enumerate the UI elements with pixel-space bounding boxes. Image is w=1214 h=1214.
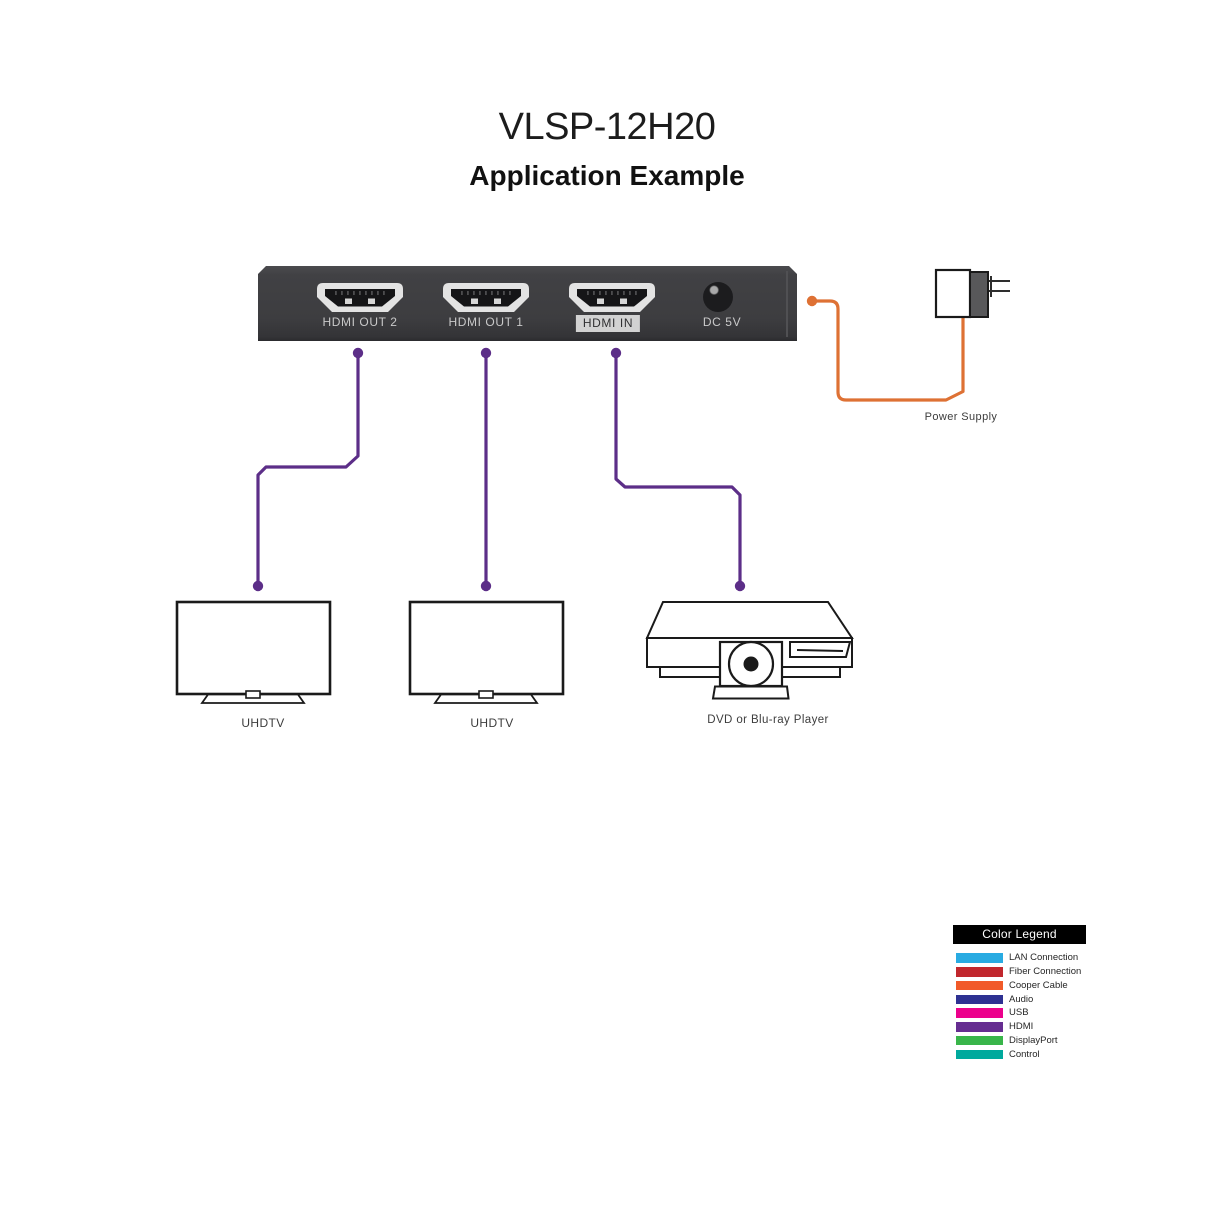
page-title: VLSP-12H20 [498,106,716,148]
hdmi-out1-port-icon [443,283,529,312]
legend-label-fiber: Fiber Connection [1009,966,1082,977]
power-supply-icon [934,268,1010,319]
connector-dot [734,580,746,592]
dvd-player-label: DVD or Blu-ray Player [707,714,829,726]
legend-swatch-control [956,1049,1003,1059]
legend-swatch-cooper [956,980,1003,990]
tv2-label: UHDTV [470,716,514,730]
connector-dot [480,347,492,359]
legend-swatch-lan [956,953,1003,963]
hdmi-in-port-icon [569,283,655,312]
legend-swatch-audio [956,994,1003,1004]
tv1-label: UHDTV [241,716,285,730]
legend-swatch-displayport [956,1035,1003,1045]
legend-label-lan: LAN Connection [1009,952,1079,963]
legend-swatch-fiber [956,967,1003,977]
hdmi-splitter-device: HDMI OUT 2 HDMI OUT 1 HDMI IN DC 5V [258,266,797,341]
connector-dot [806,295,818,307]
legend-label-audio: Audio [1009,993,1034,1005]
power-supply-label: Power Supply [924,411,998,423]
hdmi-in-label: HDMI IN [576,315,640,332]
color-legend: Color Legend LAN Connection Fiber Connec… [953,925,1103,1060]
legend-title: Color Legend [953,925,1086,944]
dvd-player-icon [645,601,854,700]
connector-dot [480,580,492,592]
dc-power-jack [703,282,733,312]
panel-bevel [786,271,788,337]
hdmi-out2-label: HDMI OUT 2 [322,315,398,329]
hdmi-out1-label: HDMI OUT 1 [448,315,524,329]
page-subtitle: Application Example [469,160,745,191]
connector-dot [352,347,364,359]
connector-dot [252,580,264,592]
hdmi-cable-in [614,353,742,586]
legend-label-hdmi: HDMI [1009,1021,1034,1032]
tv1-icon [175,600,332,704]
legend-label-usb: USB [1009,1007,1029,1018]
connector-dot [610,347,622,359]
dc-5v-label: DC 5V [702,315,742,329]
legend-label-displayport: DisplayPort [1009,1034,1058,1046]
legend-label-cooper: Cooper Cable [1009,979,1068,991]
legend-swatch-usb [956,1008,1003,1018]
hdmi-out2-port-icon [317,283,403,312]
legend-swatch-hdmi [956,1022,1003,1032]
tv2-icon [408,600,565,704]
legend-label-control: Control [1009,1048,1040,1060]
hdmi-cable-out2 [256,353,360,586]
